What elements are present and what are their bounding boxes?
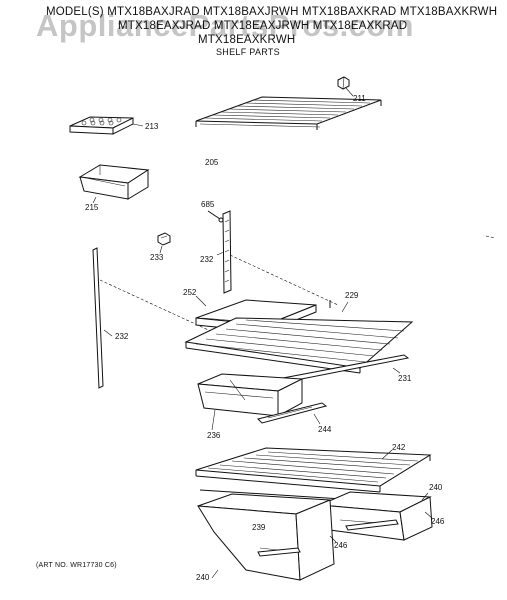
part-205-wire-shelf[interactable] — [195, 96, 382, 130]
callout-685: 685 — [201, 200, 215, 209]
part-242-crisper-cover[interactable] — [195, 447, 432, 493]
part-232-left-rail[interactable] — [92, 247, 104, 389]
part-240-left-crisper-drawer[interactable] — [197, 493, 335, 581]
model-list-line-1: MODEL(S) MTX18BAXJRAD MTX18BAXJRWH MTX18… — [46, 6, 498, 18]
part-685-screw[interactable] — [207, 210, 224, 223]
callout-213: 213 — [145, 122, 159, 131]
part-246-left-drawer-handle[interactable] — [257, 547, 301, 557]
part-211-shelf-support[interactable] — [337, 76, 350, 90]
callout-244: 244 — [318, 425, 332, 434]
callout-232-left: 232 — [115, 332, 129, 341]
callout-246-left: 246 — [334, 541, 348, 550]
part-233-clip[interactable] — [157, 232, 171, 246]
model-list-line-3: MTX18EAXKRWH — [198, 34, 296, 46]
watermark: AppliancePartsPros.com — [36, 8, 414, 43]
part-246-right-drawer-handle[interactable] — [345, 519, 399, 531]
callout-236: 236 — [207, 431, 221, 440]
callout-240-right: 240 — [429, 483, 443, 492]
part-240-right-crisper-drawer[interactable] — [319, 491, 433, 541]
callout-232-center: 232 — [200, 255, 214, 264]
callout-211: 211 — [353, 94, 366, 103]
part-229-shelf-frame[interactable] — [184, 300, 414, 374]
callout-233: 233 — [150, 253, 164, 262]
part-232-center-rail[interactable] — [222, 210, 232, 294]
part-215-door-bin[interactable] — [78, 164, 150, 200]
part-213-egg-tray[interactable] — [69, 116, 134, 135]
callout-252: 252 — [183, 288, 197, 297]
part-244-drawer-cover-trim[interactable] — [257, 402, 328, 424]
callout-239: 239 — [252, 523, 266, 532]
part-236-crisper-drawer[interactable] — [197, 373, 304, 417]
model-list-line-2: MTX18EAXJRAD MTX18EAXJRWH MTX18EAXKRAD — [118, 20, 408, 32]
callout-215: 215 — [85, 203, 99, 212]
art-number: (ART NO. WR17730 C6) — [36, 562, 117, 569]
callout-229: 229 — [345, 291, 359, 300]
diagram-subtitle: SHELF PARTS — [216, 47, 280, 57]
callout-231: 231 — [398, 374, 412, 383]
callout-205: 205 — [205, 158, 219, 167]
callout-246-right: 246 — [431, 517, 445, 526]
callout-242: 242 — [392, 443, 406, 452]
callout-240-left: 240 — [196, 573, 210, 582]
